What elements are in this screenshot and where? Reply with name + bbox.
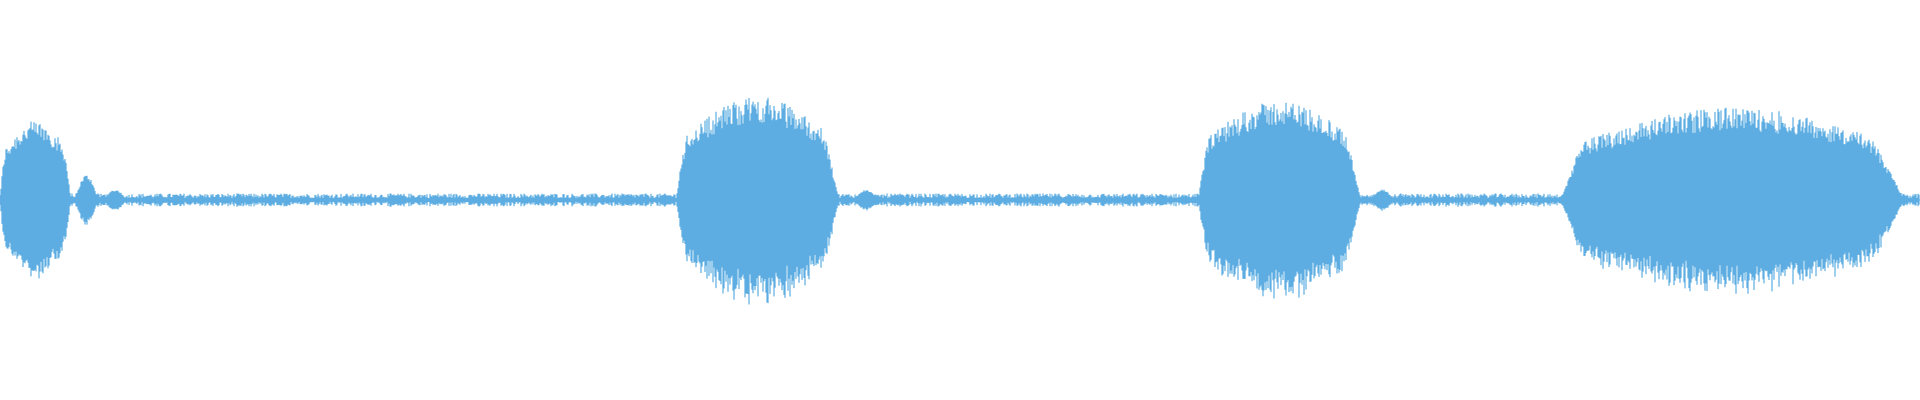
waveform-path: [0, 97, 1920, 305]
waveform-strokes: [0, 97, 1920, 305]
